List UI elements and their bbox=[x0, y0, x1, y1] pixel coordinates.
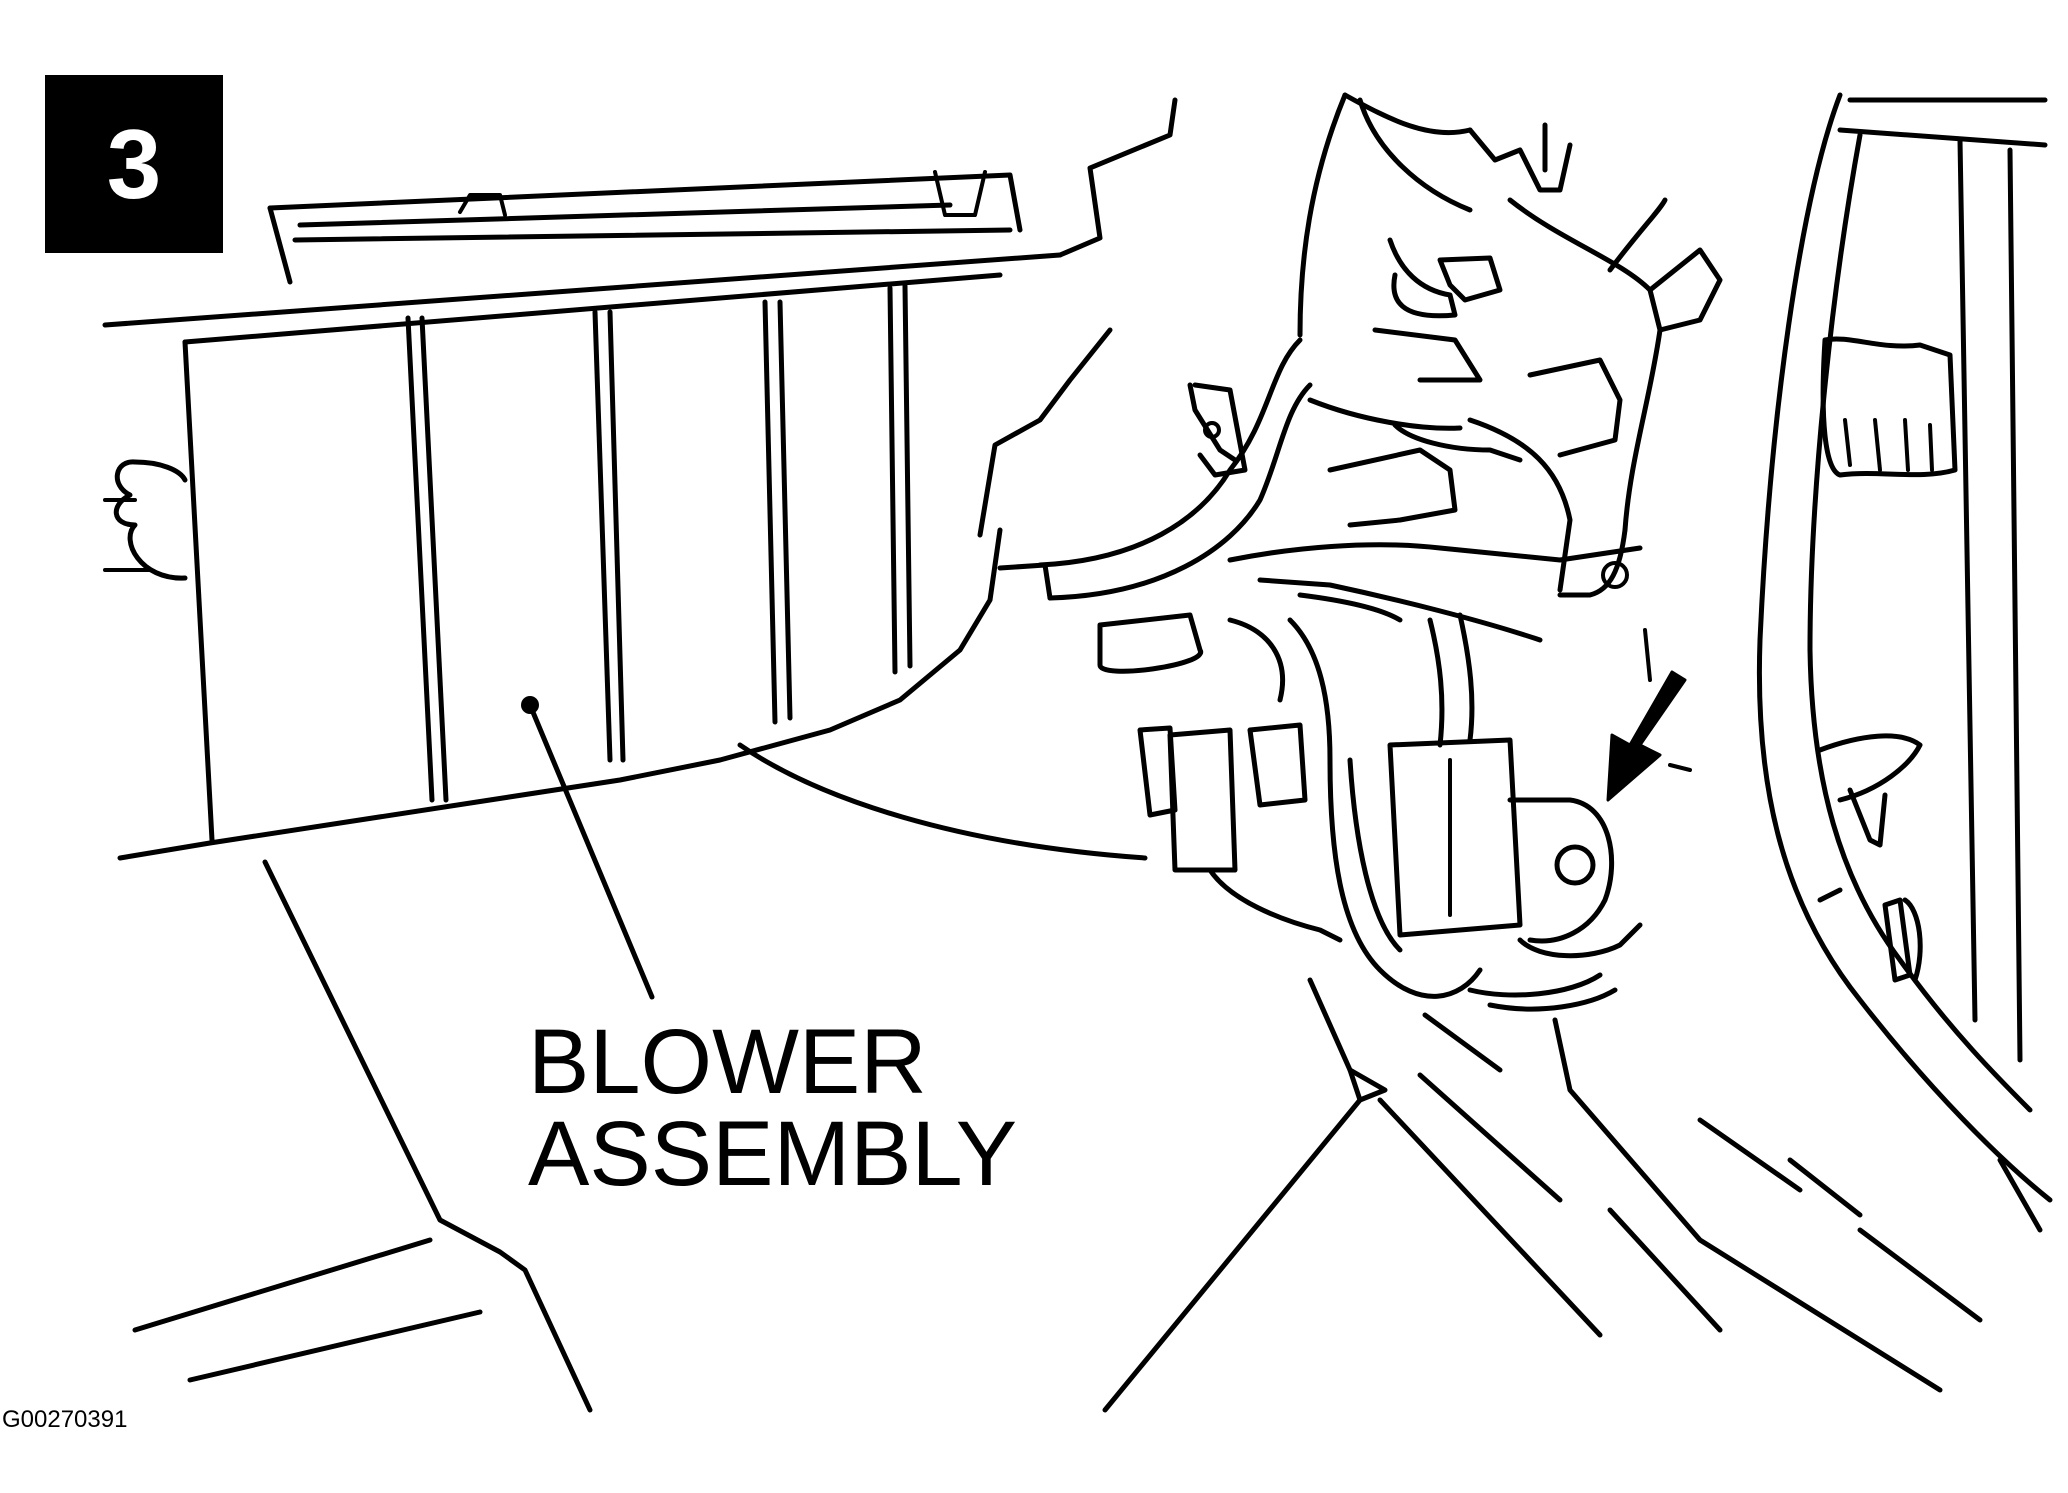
body-panel bbox=[1297, 92, 1723, 623]
blower-housing bbox=[102, 97, 1178, 861]
door-frame bbox=[1756, 92, 2053, 1203]
wiring-harness bbox=[1037, 337, 1643, 1012]
callout-leader bbox=[521, 696, 655, 1000]
down-left-arrow-icon bbox=[1606, 628, 1692, 802]
callout-line-2: ASSEMBLY bbox=[528, 1103, 1018, 1205]
floor-lines bbox=[132, 859, 593, 1413]
step-number-badge: 3 bbox=[45, 75, 223, 253]
sill-panel bbox=[1102, 977, 2043, 1413]
figure-id: G00270391 bbox=[2, 1406, 128, 1433]
step-number: 3 bbox=[106, 109, 162, 219]
callout-line-1: BLOWER bbox=[528, 1011, 927, 1113]
blower-assembly-label: BLOWER ASSEMBLY bbox=[528, 1016, 1017, 1200]
